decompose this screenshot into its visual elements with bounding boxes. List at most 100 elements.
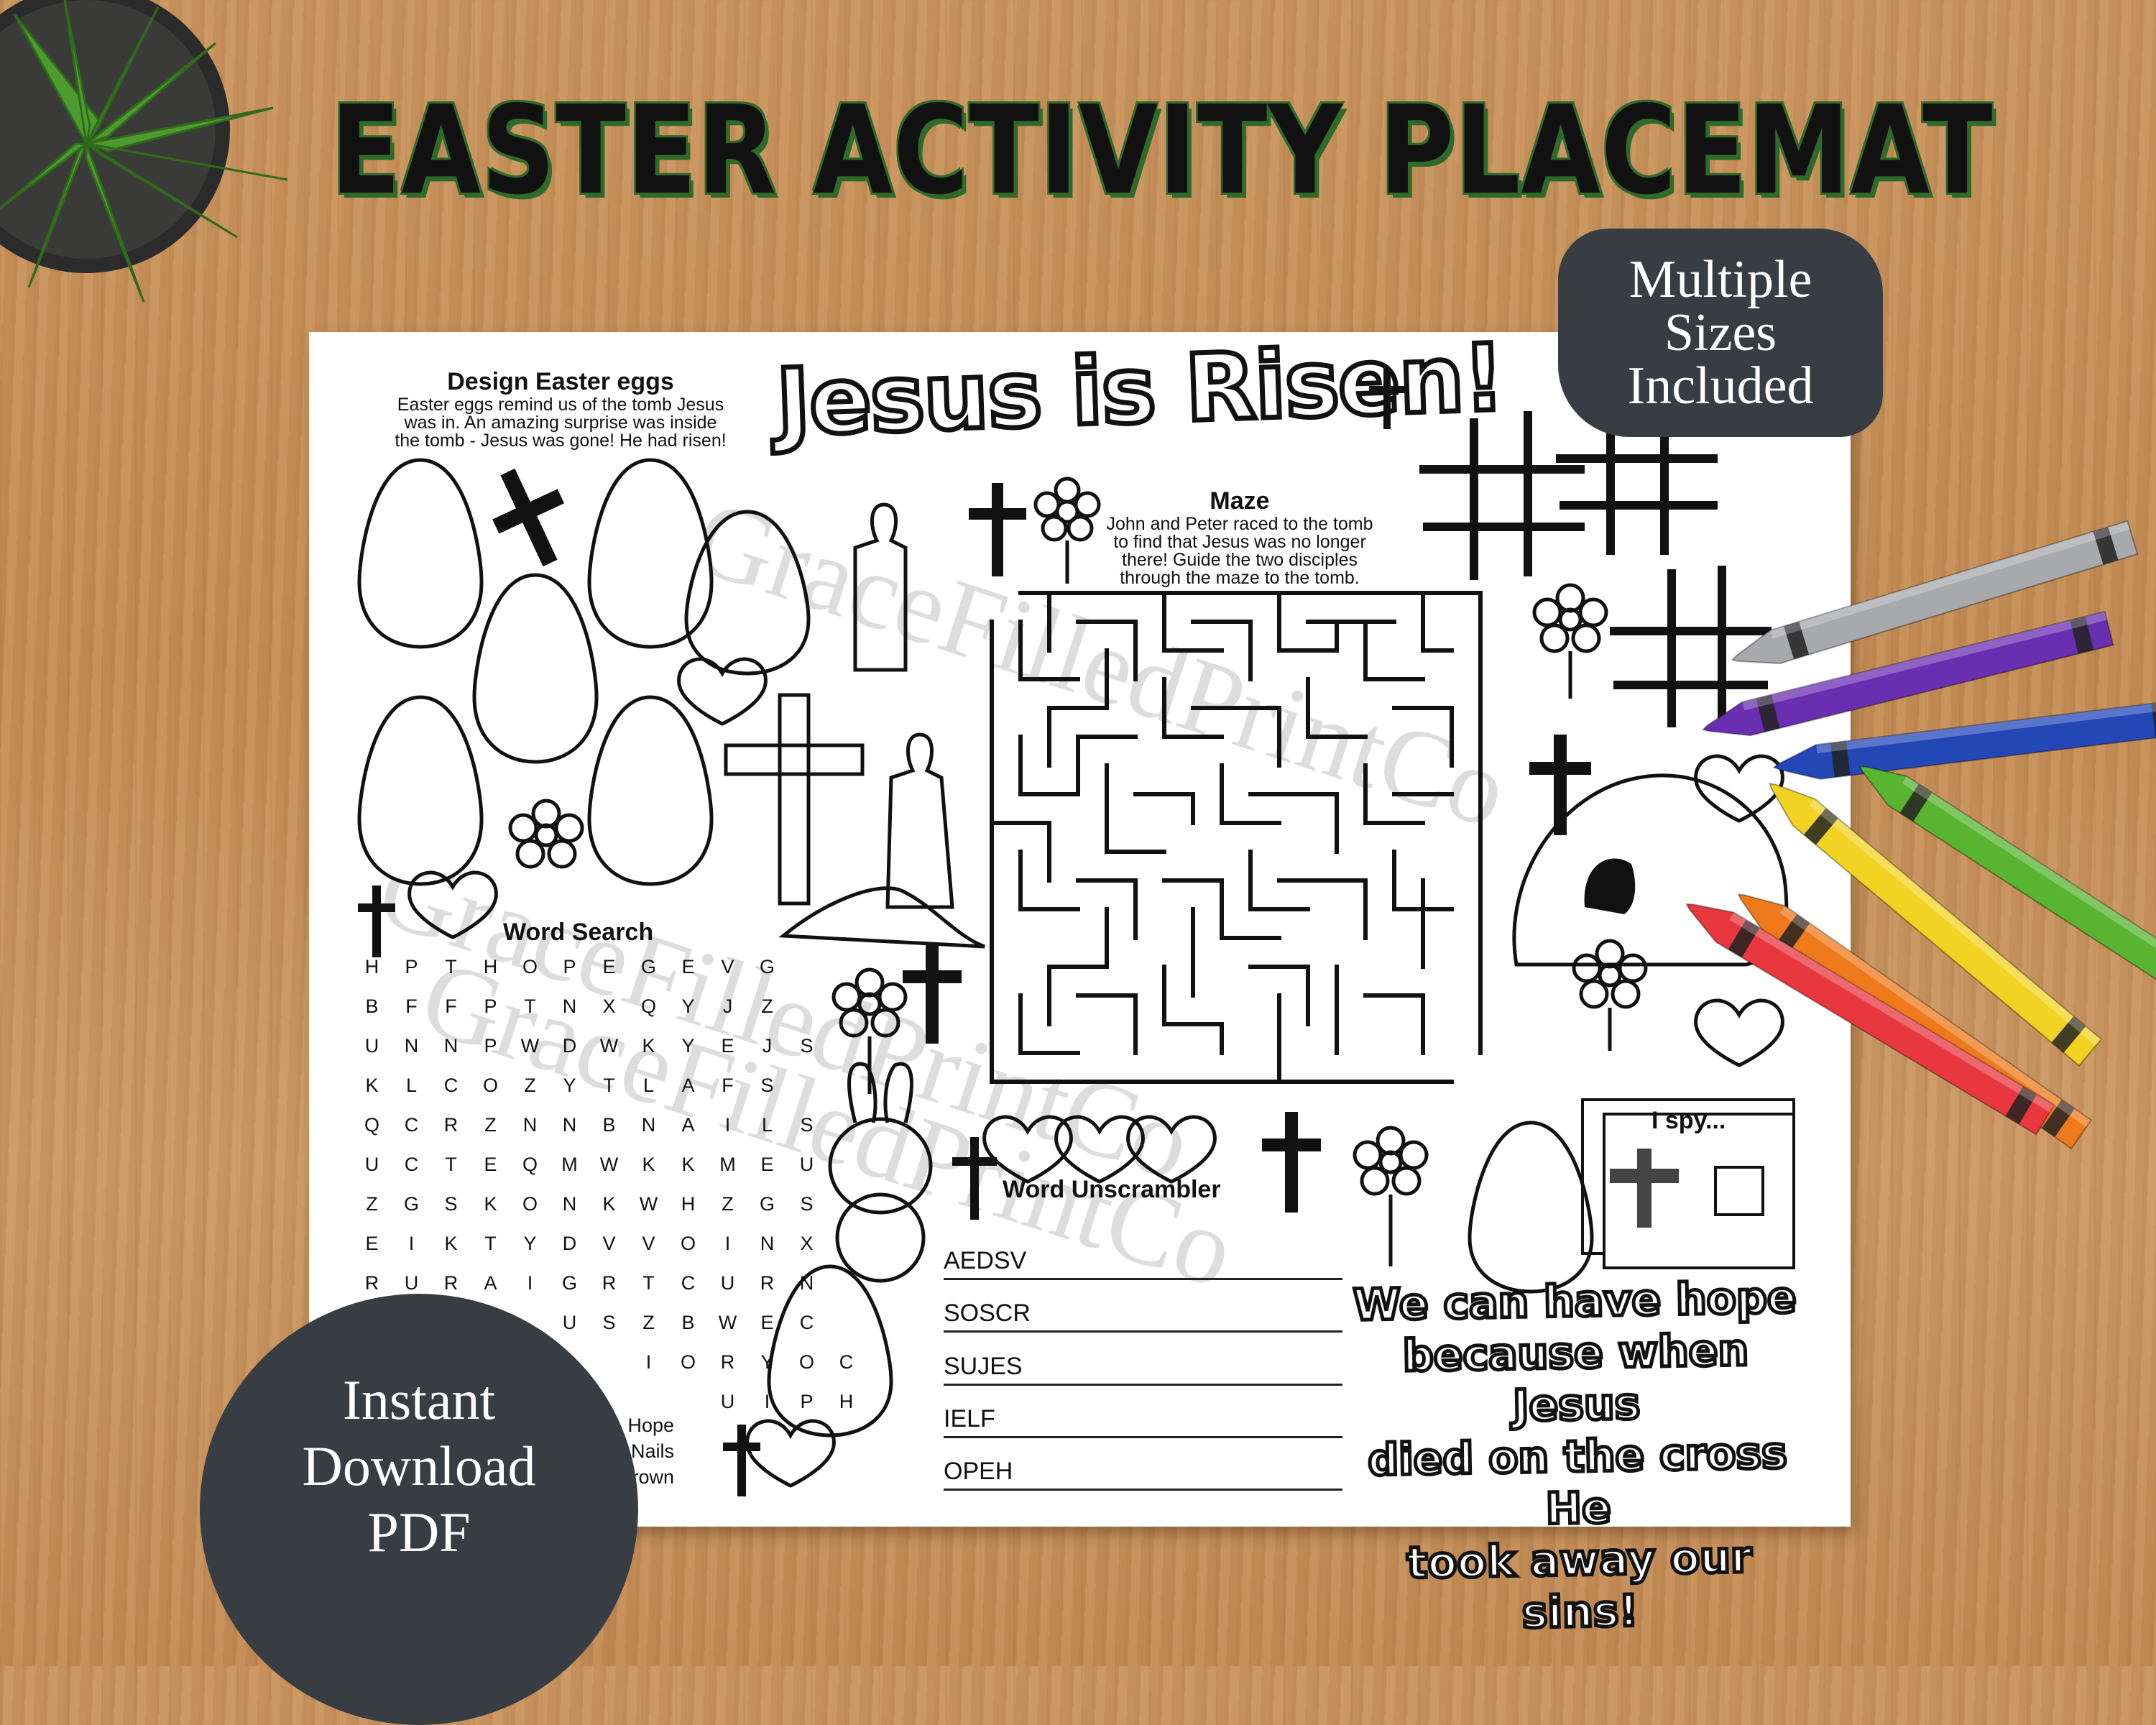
word-search-letter[interactable]: H: [839, 1391, 854, 1412]
word-search-letter[interactable]: U: [364, 1035, 379, 1057]
blank-eggs-drawing[interactable]: [352, 453, 783, 913]
word-search-letter[interactable]: K: [484, 1193, 497, 1215]
word-search-letter[interactable]: Z: [366, 1193, 378, 1215]
word-search-letter[interactable]: S: [760, 1075, 774, 1096]
word-search-letter[interactable]: P: [484, 1035, 497, 1057]
word-search-letter[interactable]: P: [405, 956, 418, 978]
word-search-letter[interactable]: I: [764, 1391, 770, 1412]
word-search-letter[interactable]: E: [760, 1312, 774, 1333]
word-search-letter[interactable]: N: [562, 1193, 577, 1215]
word-search-letter[interactable]: K: [365, 1075, 379, 1096]
word-search-letter[interactable]: Y: [523, 1233, 537, 1254]
word-search-letter[interactable]: C: [404, 1114, 419, 1136]
word-search-letter[interactable]: E: [760, 1154, 774, 1175]
unscrambler-answer-line[interactable]: [944, 1384, 1342, 1386]
word-search-letter[interactable]: W: [520, 1035, 540, 1057]
word-search-letter[interactable]: Q: [640, 995, 656, 1017]
word-search-letter[interactable]: U: [562, 1312, 577, 1333]
word-search-letter[interactable]: U: [404, 1272, 419, 1294]
word-search-letter[interactable]: G: [759, 1193, 775, 1215]
unscrambler-answer-line[interactable]: [944, 1330, 1342, 1333]
word-search-letter[interactable]: M: [719, 1154, 736, 1175]
word-search-letter[interactable]: X: [800, 1233, 814, 1254]
word-search-letter[interactable]: N: [443, 1035, 459, 1057]
word-search-letter[interactable]: Y: [563, 1075, 576, 1096]
word-search-letter[interactable]: Z: [722, 1193, 734, 1215]
word-search-letter[interactable]: E: [602, 956, 616, 978]
word-search-letter[interactable]: H: [681, 1193, 696, 1215]
ispy-tally-box[interactable]: [1714, 1166, 1764, 1216]
word-search-letter[interactable]: A: [681, 1075, 695, 1096]
word-search-letter[interactable]: W: [718, 1312, 737, 1333]
word-search-letter[interactable]: V: [642, 1233, 655, 1254]
word-search-letter[interactable]: U: [720, 1272, 735, 1294]
word-search-letter[interactable]: I: [408, 1233, 415, 1254]
word-search-letter[interactable]: R: [720, 1351, 735, 1373]
word-search-letter[interactable]: H: [483, 956, 498, 978]
word-search-letter[interactable]: O: [680, 1351, 696, 1373]
word-search-letter[interactable]: V: [721, 956, 734, 978]
word-search-letter[interactable]: U: [364, 1154, 379, 1175]
word-search-letter[interactable]: P: [800, 1391, 814, 1412]
word-search-letter[interactable]: L: [761, 1114, 773, 1136]
word-search-letter[interactable]: N: [562, 1114, 577, 1136]
word-search-letter[interactable]: J: [722, 995, 733, 1017]
word-search-letter[interactable]: T: [603, 1075, 615, 1096]
word-search-letter[interactable]: C: [799, 1312, 814, 1333]
word-search-letter[interactable]: O: [680, 1233, 696, 1254]
word-search-letter[interactable]: R: [443, 1114, 459, 1136]
word-search-letter[interactable]: N: [522, 1114, 538, 1136]
word-search-letter[interactable]: Y: [681, 1035, 695, 1057]
word-search-letter[interactable]: C: [681, 1272, 696, 1294]
word-search-letter[interactable]: Z: [524, 1075, 536, 1096]
word-search-letter[interactable]: K: [444, 1233, 458, 1254]
word-search-letter[interactable]: D: [562, 1035, 577, 1057]
word-search-letter[interactable]: L: [642, 1075, 655, 1096]
word-search-letter[interactable]: G: [561, 1272, 577, 1294]
word-search-letter[interactable]: I: [724, 1233, 731, 1254]
word-search-letter[interactable]: E: [681, 956, 695, 978]
word-search-letter[interactable]: L: [405, 1075, 418, 1096]
word-search-letter[interactable]: O: [522, 1193, 538, 1215]
word-search-letter[interactable]: S: [800, 1035, 814, 1057]
word-search-letter[interactable]: N: [760, 1233, 775, 1254]
word-search-letter[interactable]: T: [524, 995, 536, 1017]
word-search-letter[interactable]: C: [839, 1351, 854, 1373]
word-search-letter[interactable]: H: [364, 956, 379, 978]
word-search-letter[interactable]: O: [798, 1351, 814, 1373]
word-search-letter[interactable]: F: [445, 995, 457, 1017]
word-search-letter[interactable]: N: [404, 1035, 419, 1057]
word-search-letter[interactable]: K: [602, 1193, 616, 1215]
word-search-letter[interactable]: S: [602, 1312, 616, 1333]
word-search-letter[interactable]: M: [561, 1154, 578, 1175]
word-search-letter[interactable]: R: [443, 1272, 459, 1294]
word-search-letter[interactable]: Z: [761, 995, 773, 1017]
word-search-letter[interactable]: W: [599, 1035, 619, 1057]
maze-drawing[interactable]: [990, 591, 1483, 1084]
word-search-letter[interactable]: A: [484, 1272, 497, 1294]
word-search-letter[interactable]: K: [642, 1035, 655, 1057]
word-search-letter[interactable]: Q: [522, 1154, 538, 1175]
word-search-letter[interactable]: A: [681, 1114, 695, 1136]
word-search-letter[interactable]: T: [445, 956, 457, 978]
word-search-letter[interactable]: P: [484, 995, 497, 1017]
word-search-letter[interactable]: U: [720, 1391, 735, 1412]
word-search-letter[interactable]: N: [641, 1114, 656, 1136]
word-search-letter[interactable]: P: [563, 956, 576, 978]
word-search-letter[interactable]: B: [681, 1312, 695, 1333]
word-search-letter[interactable]: I: [724, 1114, 731, 1136]
word-search-letter[interactable]: [668, 1382, 708, 1422]
word-search-letter[interactable]: C: [443, 1075, 459, 1096]
word-search-letter[interactable]: B: [602, 1114, 616, 1136]
word-search-letter[interactable]: V: [602, 1233, 616, 1254]
word-search-letter[interactable]: S: [800, 1114, 814, 1136]
word-search-letter[interactable]: T: [445, 1154, 457, 1175]
word-search-letter[interactable]: O: [522, 956, 538, 978]
word-search-letter[interactable]: T: [642, 1272, 655, 1294]
word-search-letter[interactable]: I: [527, 1272, 533, 1294]
word-search-letter[interactable]: K: [642, 1154, 655, 1175]
word-search-letter[interactable]: T: [484, 1233, 497, 1254]
word-search-letter[interactable]: R: [760, 1272, 775, 1294]
unscrambler-answer-line[interactable]: [944, 1489, 1342, 1491]
